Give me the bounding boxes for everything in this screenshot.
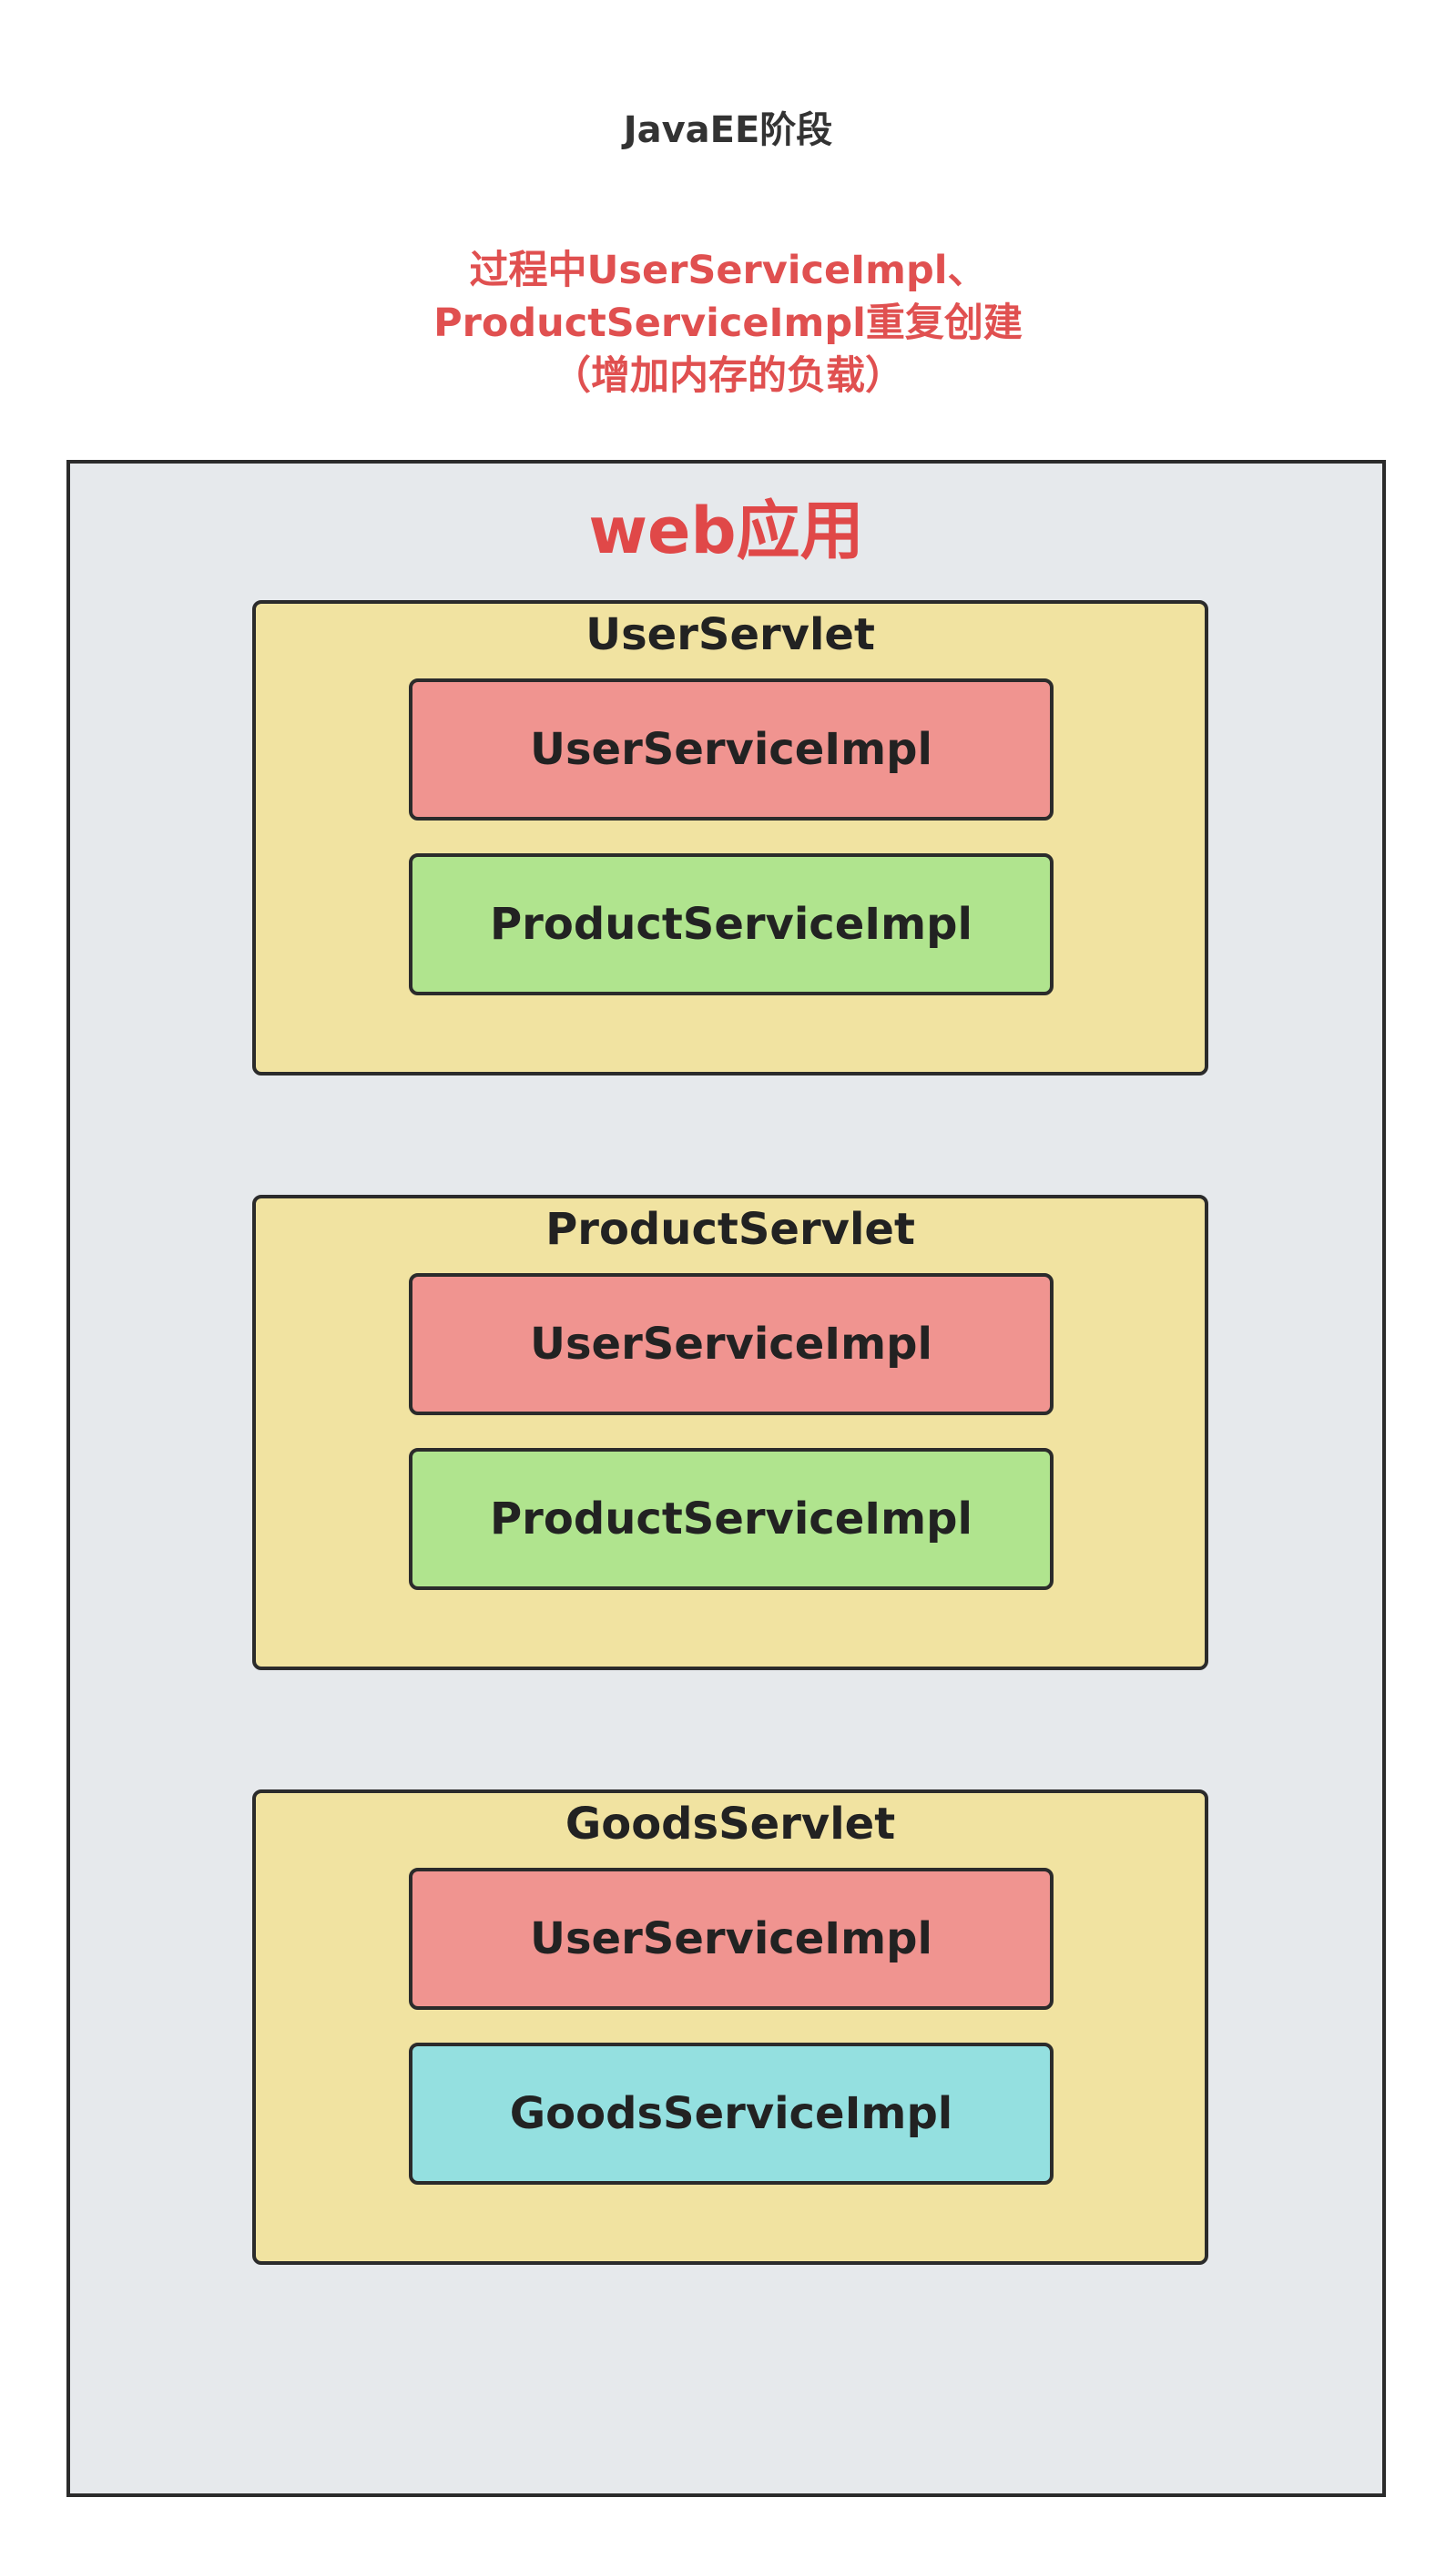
page-title: JavaEE阶段: [623, 109, 833, 151]
web-app-container: web应用 UserServlet UserServiceImpl Produc…: [66, 460, 1386, 2497]
impl-box-user-service: UserServiceImpl: [409, 678, 1054, 821]
note-line: 过程中UserServiceImpl、: [469, 248, 987, 293]
servlet-label: GoodsServlet: [565, 1799, 896, 1850]
impl-box-user-service: UserServiceImpl: [409, 1273, 1054, 1415]
note-line: ProductServiceImpl重复创建: [433, 301, 1023, 346]
impl-box-goods-service: GoodsServiceImpl: [409, 2043, 1054, 2185]
impl-box-product-service: ProductServiceImpl: [409, 853, 1054, 995]
servlet-label: UserServlet: [585, 609, 875, 660]
servlet-label: ProductServlet: [545, 1204, 915, 1255]
note-line: （增加内存的负载）: [552, 353, 904, 399]
impl-box-user-service: UserServiceImpl: [409, 1868, 1054, 2010]
impl-box-product-service: ProductServiceImpl: [409, 1448, 1054, 1590]
web-app-label: web应用: [588, 494, 864, 568]
servlet-box-product: ProductServlet UserServiceImpl ProductSe…: [252, 1195, 1208, 1670]
duplicate-creation-note: 过程中UserServiceImpl、 ProductServiceImpl重复…: [0, 244, 1456, 403]
servlet-box-goods: GoodsServlet UserServiceImpl GoodsServic…: [252, 1789, 1208, 2265]
servlet-box-user: UserServlet UserServiceImpl ProductServi…: [252, 600, 1208, 1076]
